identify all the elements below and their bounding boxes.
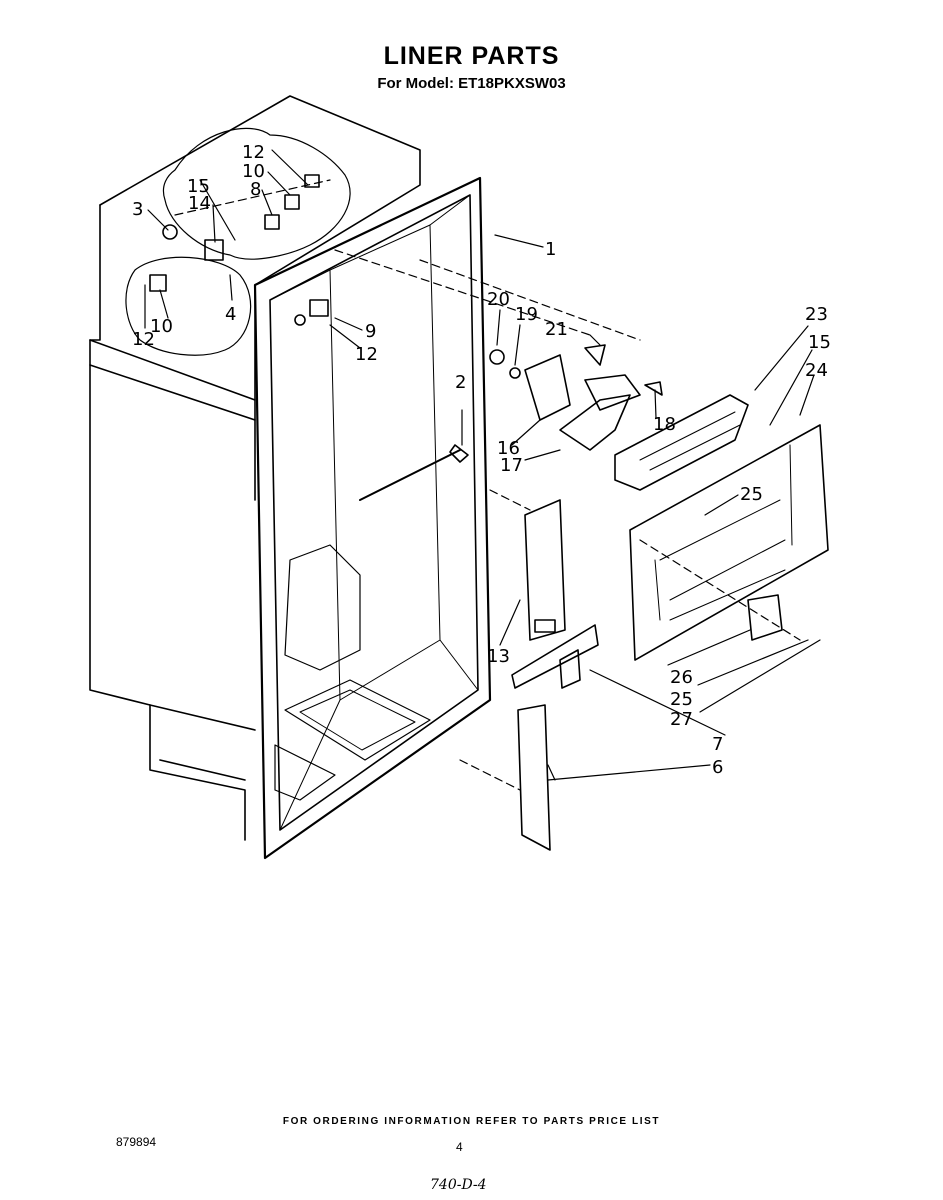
liner-inner-left <box>269 194 479 831</box>
callout-16: 16 <box>497 438 520 459</box>
bracket <box>511 624 599 689</box>
motor-body <box>584 374 641 411</box>
callout-10-lower: 10 <box>150 316 173 337</box>
page-title: LINER PARTS <box>383 42 560 70</box>
callout-1: 1 <box>545 239 556 260</box>
callout-12-liner: 12 <box>355 344 378 365</box>
callout-25-lower: 25 <box>670 689 693 710</box>
callout-19: 19 <box>515 304 538 325</box>
callout-9: 9 <box>365 321 376 342</box>
callout-14: 14 <box>188 193 211 214</box>
ordering-note: FOR ORDERING INFORMATION REFER TO PARTS … <box>282 1116 661 1127</box>
callout-3: 3 <box>132 199 143 220</box>
cabinet-top-divider <box>89 339 256 401</box>
air-duct <box>614 394 749 491</box>
liner-back <box>329 224 441 701</box>
callout-20: 20 <box>487 289 510 310</box>
cabinet-left-side <box>89 204 246 841</box>
motor-bracket <box>524 354 571 421</box>
callout-15-upper: 15 <box>187 176 210 197</box>
liner-shelf-block <box>284 544 361 671</box>
callout-24: 24 <box>805 360 828 381</box>
handwritten-note: 740-D-4 <box>430 1177 487 1193</box>
page-number: 4 <box>456 1140 463 1154</box>
seal-panel <box>517 704 551 851</box>
callout-25-upper: 25 <box>740 484 763 505</box>
model-subtitle: For Model: ET18PKXSW03 <box>377 75 566 92</box>
baffle <box>524 499 566 641</box>
crisper-tray <box>284 679 431 761</box>
fan-blade <box>559 394 631 451</box>
liner-frame-inner <box>269 194 479 831</box>
crisper-tray-inner <box>299 689 416 751</box>
upper-cutout-blob <box>162 127 351 260</box>
callout-23: 23 <box>805 304 828 325</box>
callout-12-upper: 12 <box>242 142 265 163</box>
callout-17: 17 <box>500 455 523 476</box>
callout-27: 27 <box>670 709 693 730</box>
callout-2: 2 <box>455 372 466 393</box>
callout-26: 26 <box>670 667 693 688</box>
document-number: 879894 <box>116 1135 157 1149</box>
sensor-rod <box>359 449 461 501</box>
callout-21: 21 <box>545 319 568 340</box>
callout-18: 18 <box>653 414 676 435</box>
callout-6: 6 <box>712 757 723 778</box>
callout-8: 8 <box>250 179 261 200</box>
cabinet-top-divider2 <box>89 364 256 421</box>
callout-12-lower: 12 <box>132 329 155 350</box>
callout-13: 13 <box>487 646 510 667</box>
liner-frame-outer <box>253 176 492 860</box>
evaporator-cover <box>629 424 829 661</box>
callout-7: 7 <box>712 734 723 755</box>
small-plate <box>747 594 783 641</box>
callout-10-upper: 10 <box>242 161 265 182</box>
callout-15-right: 15 <box>808 332 831 353</box>
cabinet-bottom-base <box>159 759 246 781</box>
cabinet-bottom-step <box>149 704 256 731</box>
callout-4: 4 <box>225 304 236 325</box>
lower-tray <box>274 744 336 801</box>
